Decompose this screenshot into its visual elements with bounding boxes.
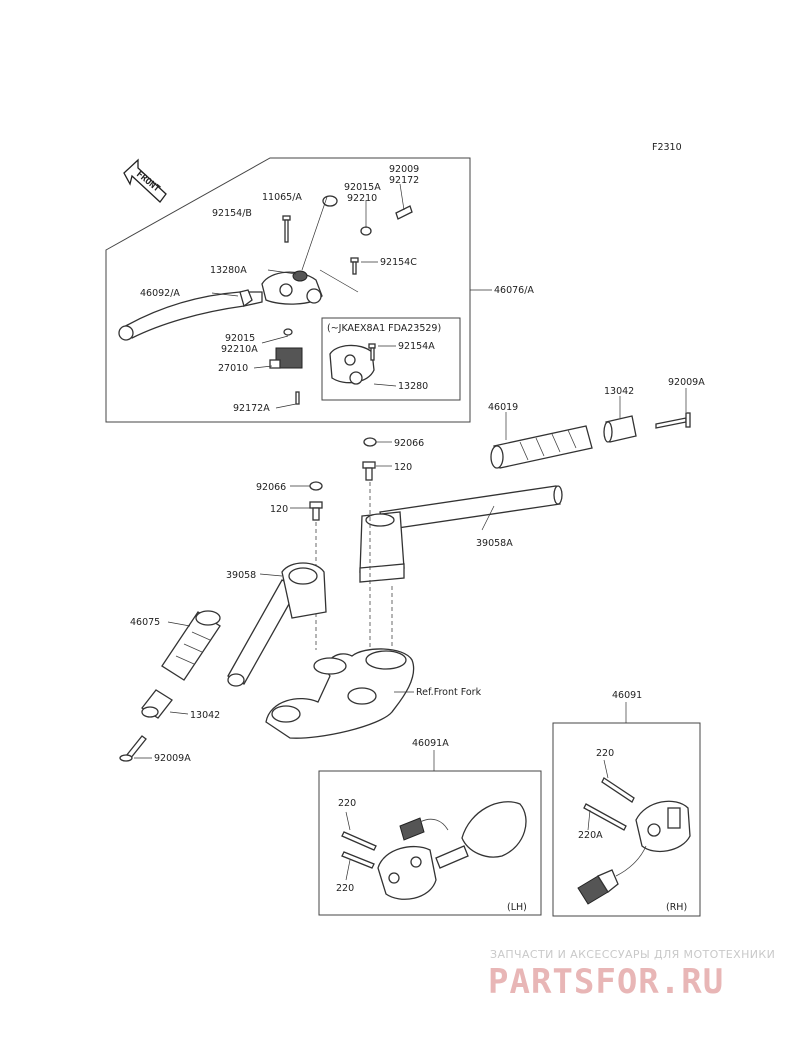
variant-box xyxy=(321,317,461,401)
leader-220b xyxy=(345,859,351,881)
washer-92066-top xyxy=(363,437,377,447)
bolt-92154B xyxy=(282,215,291,243)
lh-label: (LH) xyxy=(507,902,527,913)
grip-46019 xyxy=(490,425,593,469)
label-92009Aa: 92009A xyxy=(668,377,705,388)
washer-92210 xyxy=(360,226,372,236)
label-11065A: 11065/A xyxy=(262,192,302,203)
screw-92172A xyxy=(295,391,300,405)
label-46092A: 46092/A xyxy=(140,288,180,299)
label-92172: 92172 xyxy=(389,175,419,186)
label-ref-fork: Ref.Front Fork xyxy=(416,687,482,698)
bolt-92154C xyxy=(350,257,359,275)
label-92172A: 92172A xyxy=(233,403,270,414)
label-13280: 13280 xyxy=(398,381,428,392)
label-13042a: 13042 xyxy=(604,386,634,397)
screw-92009 xyxy=(395,205,413,220)
label-46091A: 46091A xyxy=(412,738,449,749)
rh-screws-220 xyxy=(583,777,635,831)
watermark-tagline: ЗАПЧАСТИ И АКСЕССУАРЫ ДЛЯ МОТОТЕХНИКИ xyxy=(490,948,776,961)
label-92015A: 92015A xyxy=(344,182,381,193)
label-92210: 92210 xyxy=(347,193,377,204)
label-120a: 120 xyxy=(394,462,412,473)
label-92154B: 92154/B xyxy=(212,208,252,219)
watermark-brand: PARTSFOR.RU xyxy=(488,962,725,1002)
label-220b: 220 xyxy=(336,883,354,894)
label-92066b: 92066 xyxy=(256,482,286,493)
handlebar-39058 xyxy=(227,562,327,687)
label-220a: 220 xyxy=(338,798,356,809)
rh-label: (RH) xyxy=(666,902,687,913)
clutch-lever xyxy=(118,289,263,341)
label-92009Ab: 92009A xyxy=(154,753,191,764)
leader-39058A xyxy=(481,505,495,531)
lh-screws-220 xyxy=(341,831,377,869)
weight-13042-left xyxy=(141,689,173,719)
weight-13042-right xyxy=(603,415,637,443)
label-13042b: 13042 xyxy=(190,710,220,721)
bolt-120-top xyxy=(362,461,376,481)
label-92154A: 92154A xyxy=(398,341,435,352)
triple-clamp xyxy=(265,648,415,739)
bolt-92009A-left xyxy=(119,735,147,762)
label-92210A: 92210A xyxy=(221,344,258,355)
figure-code: F2310 xyxy=(652,142,682,153)
label-46076A: 46076/A xyxy=(494,285,534,296)
label-92015: 92015 xyxy=(225,333,255,344)
leader-13042b xyxy=(169,711,189,715)
label-46091: 46091 xyxy=(612,690,642,701)
holder-13280 xyxy=(329,344,375,385)
label-92066a: 92066 xyxy=(394,438,424,449)
lever-holder xyxy=(261,270,323,305)
leader-220A xyxy=(587,809,591,831)
front-arrow-icon: FRONT xyxy=(123,158,167,203)
label-92009: 92009 xyxy=(389,164,419,175)
bolt-92154A xyxy=(368,343,376,361)
label-46075: 46075 xyxy=(130,617,160,628)
label-46019: 46019 xyxy=(488,402,518,413)
label-27010: 27010 xyxy=(218,363,248,374)
label-92154C: 92154C xyxy=(380,257,417,268)
label-39058: 39058 xyxy=(226,570,256,581)
switch-27010 xyxy=(269,347,303,369)
lh-switch-box xyxy=(318,770,542,916)
screw-92015 xyxy=(283,328,293,336)
rh-switch-housing xyxy=(577,800,691,905)
label-13280A: 13280A xyxy=(210,265,247,276)
label-39058A: 39058A xyxy=(476,538,513,549)
leader-220a xyxy=(345,811,351,831)
bolt-92009A-right xyxy=(655,412,691,429)
rh-switch-box xyxy=(552,722,701,917)
label-220c: 220 xyxy=(596,748,614,759)
label-120b: 120 xyxy=(270,504,288,515)
lh-switch-housing xyxy=(377,801,527,900)
grip-46075 xyxy=(161,610,221,681)
leader-220c xyxy=(603,759,609,779)
assembly-leaders xyxy=(211,183,405,409)
leader-46075 xyxy=(167,621,191,627)
washer-92066-left xyxy=(309,481,323,491)
cap-11065A xyxy=(322,195,338,207)
leader-39058 xyxy=(259,573,283,577)
handlebar-39058A xyxy=(359,485,563,583)
variant-note: (~JKAEX8A1 FDA23529) xyxy=(327,323,441,334)
bolt-120-left xyxy=(309,501,323,521)
label-220A: 220A xyxy=(578,830,603,841)
